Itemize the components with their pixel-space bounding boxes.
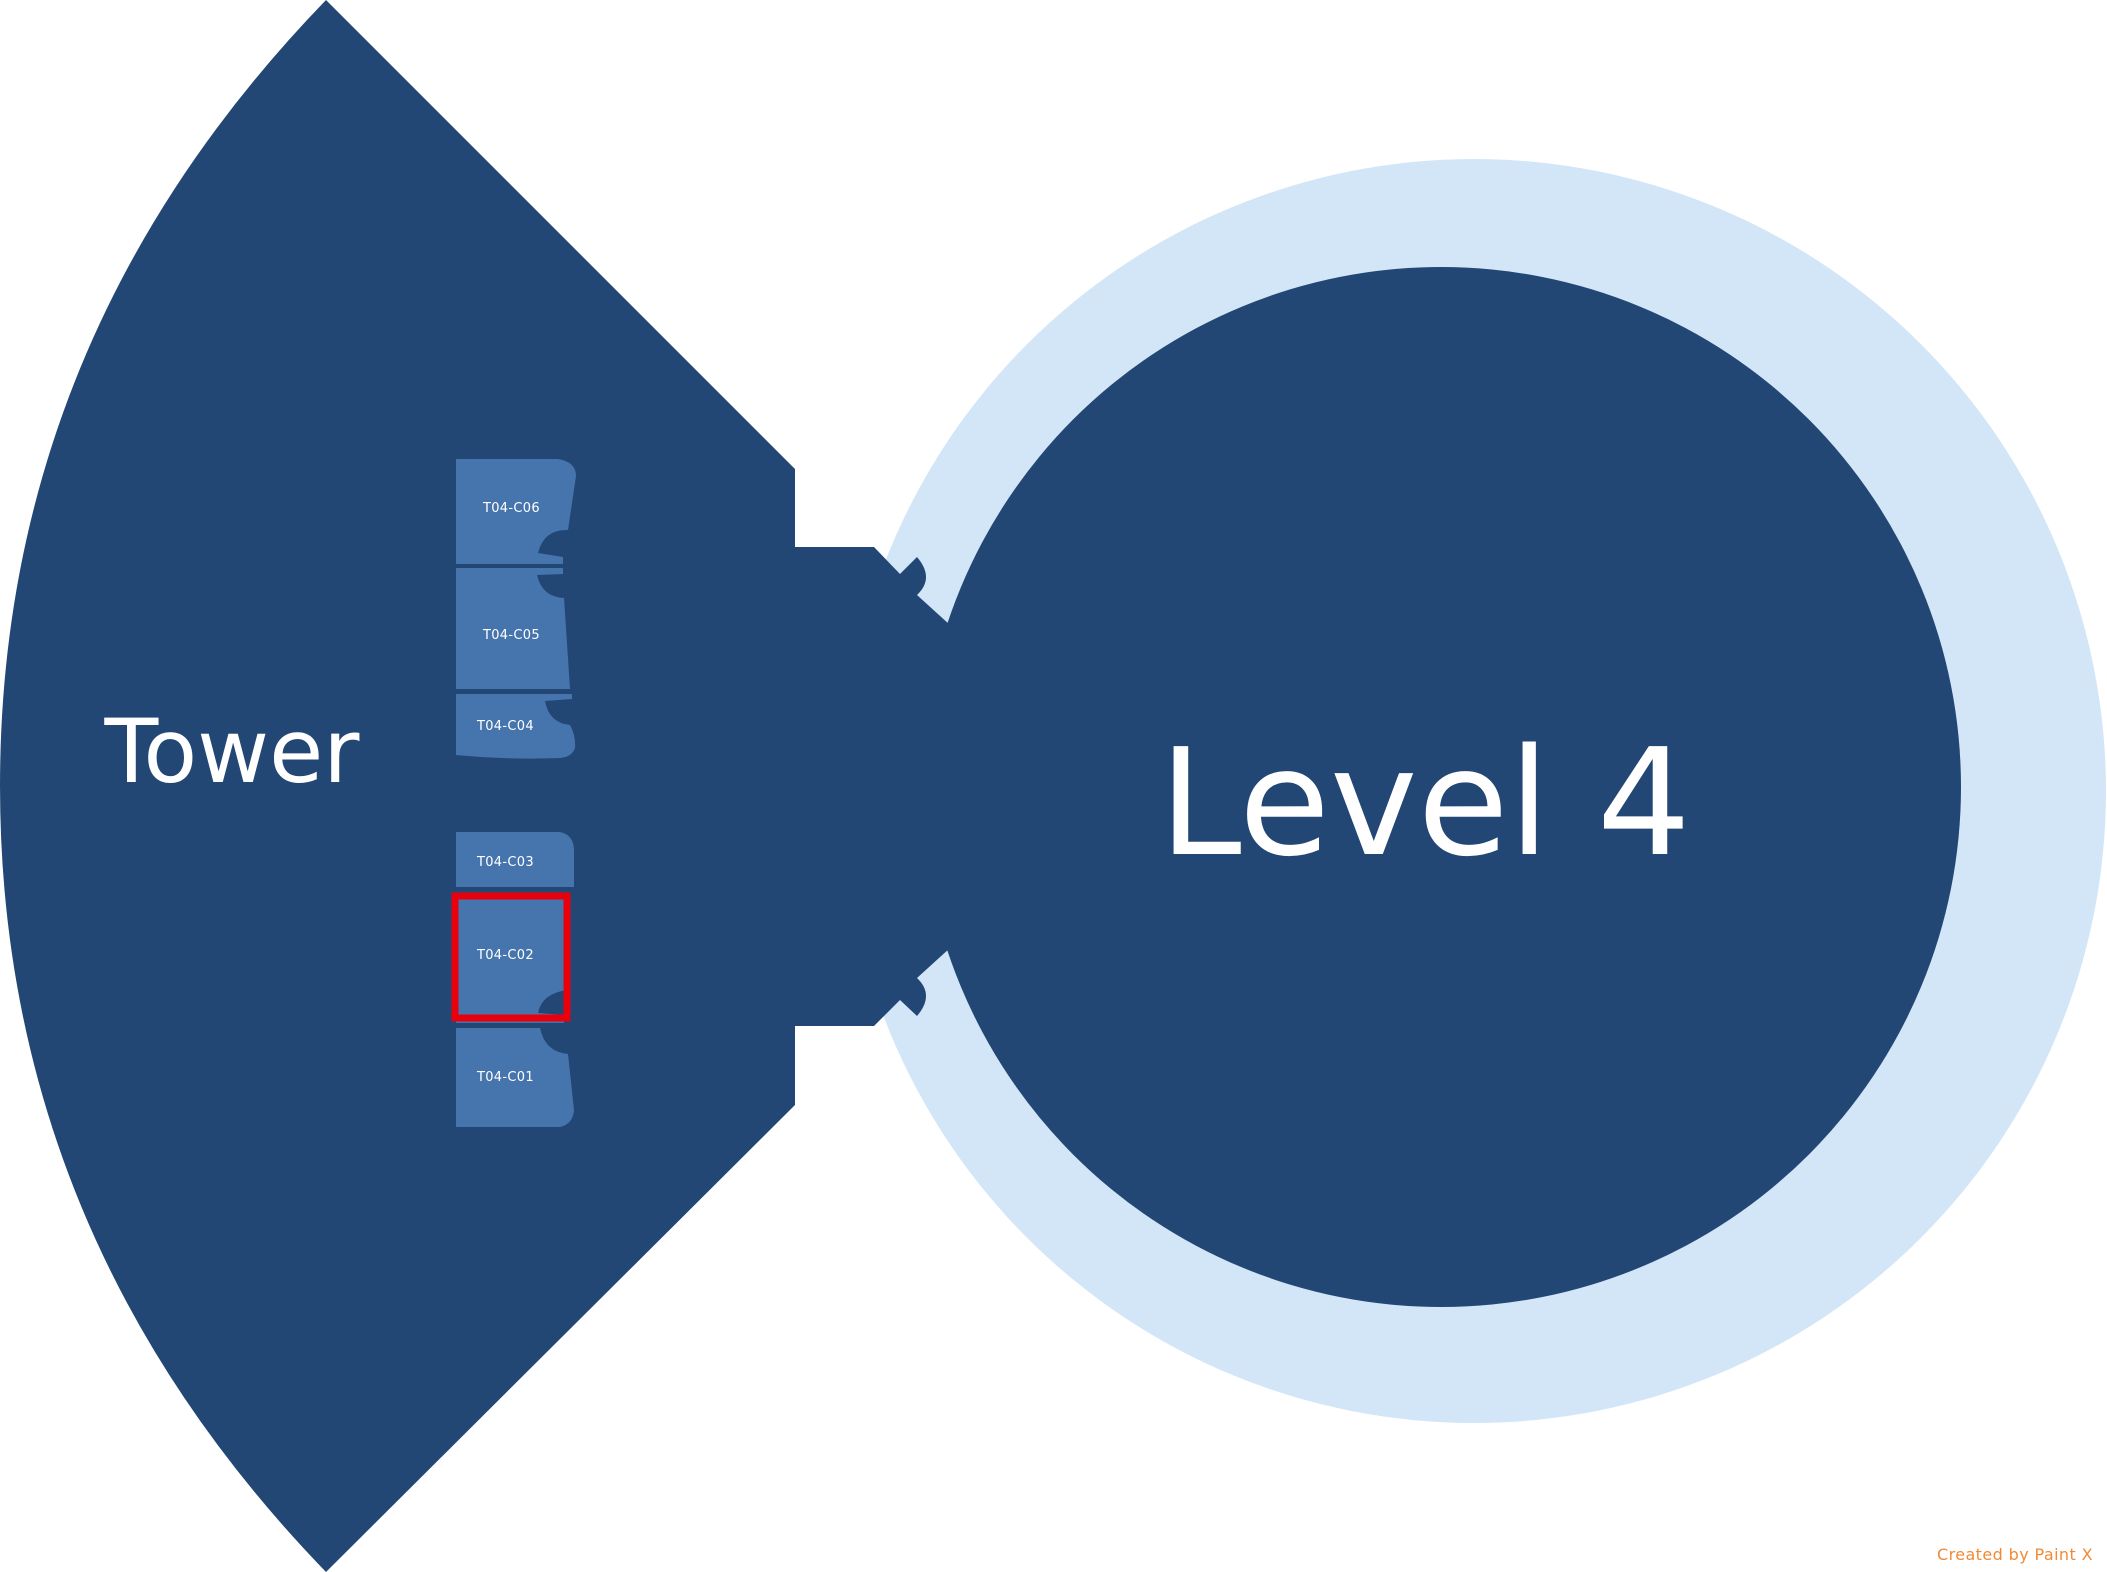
- room-t04-c03[interactable]: [456, 832, 574, 887]
- lower-room-group: T04-C03 T04-C02 T04-C01: [456, 832, 574, 1127]
- credit-text: Created by Paint X: [1937, 1545, 2093, 1564]
- level-label: Level 4: [1159, 717, 1691, 889]
- room-t04-c01[interactable]: [456, 1028, 574, 1127]
- room-t04-c05[interactable]: [456, 568, 570, 689]
- room-t04-c06[interactable]: [456, 459, 576, 564]
- tower-label: Tower: [104, 700, 361, 803]
- level-4-rotunda[interactable]: [921, 267, 1961, 1307]
- room-t04-c02[interactable]: [456, 893, 568, 1023]
- room-t04-c04[interactable]: [456, 694, 576, 759]
- selected-room-highlight: [451, 892, 571, 1022]
- tower-wedge[interactable]: [0, 0, 950, 1572]
